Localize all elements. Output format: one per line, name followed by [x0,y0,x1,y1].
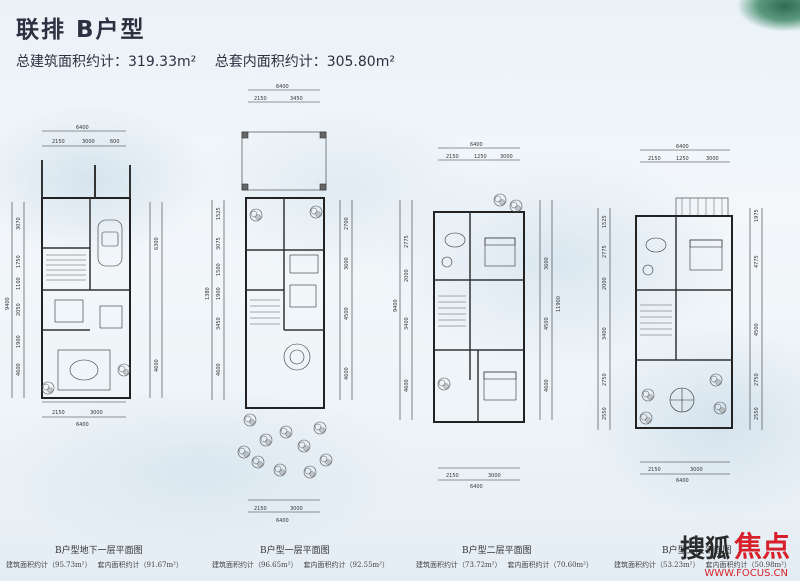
dim-label: 2150 [254,96,267,102]
area-summary: 总建筑面积约计：319.33m² 总套内面积约计：305.80m² [16,51,409,71]
dim-label: 4600 [404,379,410,392]
dim-label: 3600 [544,257,550,270]
dim-label: 1900 [16,335,22,348]
dim-label: 2750 [754,373,760,386]
vertical-dimension-labels: 3070 1750 1100 2050 4600 1900 9400 6300 … [5,207,760,420]
dim-label: 1380 [205,287,211,300]
dim-label: 2700 [344,217,350,230]
tree-decoration [705,0,800,40]
dim-label: 11900 [556,296,562,312]
dim-label: 6400 [676,478,689,484]
build-area: 建筑面积约计（96.65m²） [212,561,298,569]
dim-label: 1250 [474,154,487,160]
dim-label: 4600 [544,379,550,392]
dim-label: 2150 [648,156,661,162]
dim-label: 6400 [76,422,89,428]
gross-area-text: 总建筑面积约计：319.33m² [16,54,197,70]
plan-title-basement: B户型地下一层平面图 [55,546,143,556]
inner-area: 套内面积约计（50.98m²） [705,561,791,569]
plan-first-floor [211,89,353,513]
dimension-labels: 6400 2150 3000 600 2150 3000 6400 6400 2… [52,84,719,524]
dim-label: 2550 [754,407,760,420]
dim-label: 2775 [602,245,608,258]
dim-label: 3600 [344,257,350,270]
watermark-text: 搜狐 [679,534,730,563]
inner-area: 套内面积约计（91.67m²） [97,561,183,569]
dim-label: 4600 [16,363,22,376]
dim-label: 9400 [393,299,399,312]
dim-label: 4500 [344,307,350,320]
build-area: 建筑面积约计（73.72m²） [416,561,502,569]
dim-label: 6400 [470,142,483,148]
dim-label: 4500 [754,323,760,336]
dim-label: 3070 [16,217,22,230]
dim-label: 6400 [76,125,89,131]
dim-label: 2150 [254,506,267,512]
dim-label: 3400 [404,317,410,330]
dim-label: 6400 [470,484,483,490]
dim-label: 600 [110,139,120,145]
inner-area: 套内面积约计（92.55m²） [303,561,389,569]
dim-label: 1250 [676,156,689,162]
plan-area-third: 建筑面积约计（53.23m²） 套内面积约计（50.98m²） [614,560,797,570]
dim-label: 2150 [648,467,661,473]
build-area: 建筑面积约计（95.73m²） [6,561,92,569]
focus-watermark: 搜狐 焦点 [679,530,790,563]
dim-label: 3000 [488,473,501,479]
dim-label: 6400 [276,84,289,90]
dim-label: 3075 [216,237,222,250]
dim-label: 4600 [216,363,222,376]
plan-second-floor [399,147,553,481]
dim-label: 1525 [602,215,608,228]
dim-label: 1100 [16,277,22,290]
plan-title-first: B户型一层平面图 [260,546,330,556]
dim-label: 3000 [82,139,95,145]
dim-label: 2775 [404,235,410,248]
dim-label: 4600 [344,367,350,380]
dim-label: 9400 [5,297,11,310]
dim-label: 6400 [676,144,689,150]
plan-title-third: B户型三层平面图 [662,546,732,556]
dim-label: 2150 [446,154,459,160]
plan-area-basement: 建筑面积约计（95.73m²） 套内面积约计（91.67m²） [6,560,189,570]
plan-area-first: 建筑面积约计（96.65m²） 套内面积约计（92.55m²） [212,560,395,570]
dim-label: 6300 [154,237,160,250]
dim-label: 2750 [602,373,608,386]
dim-label: 3400 [602,327,608,340]
dim-label: 2550 [602,407,608,420]
dim-label: 4600 [154,359,160,372]
watermark-logo: 焦点 [733,530,790,563]
dim-label: 4500 [544,317,550,330]
inner-area: 套内面积约计（70.60m²） [507,561,593,569]
dim-label: 2050 [16,303,22,316]
watermark-url: WWW.FOCUS.CN [704,568,788,579]
dim-label: 3000 [90,410,103,416]
dim-label: 1500 [216,263,222,276]
dim-label: 2150 [52,410,65,416]
dim-label: 2000 [602,277,608,290]
dim-label: 1750 [16,255,22,268]
plan-basement [11,130,163,418]
inner-area-text: 总套内面积约计：305.80m² [214,54,395,70]
dim-label: 3450 [216,317,222,330]
dim-label: 1975 [754,209,760,222]
dim-label: 3000 [706,156,719,162]
dim-label: 2000 [404,269,410,282]
plan-area-second: 建筑面积约计（73.72m²） 套内面积约计（70.60m²） [416,560,599,570]
plan-title-second: B户型二层平面图 [462,546,532,556]
dim-label: 3000 [500,154,513,160]
dim-label: 1525 [216,207,222,220]
dim-label: 4775 [754,255,760,268]
dim-label: 3000 [290,506,303,512]
dim-label: 6400 [276,518,289,524]
dim-label: 3450 [290,96,303,102]
page-title: 联排 B户型 [16,17,146,43]
dim-label: 1900 [216,287,222,300]
dim-label: 2150 [446,473,459,479]
build-area: 建筑面积约计（53.23m²） [614,561,700,569]
dim-label: 2150 [52,139,65,145]
dim-label: 3000 [690,467,703,473]
plan-third-floor [597,149,763,475]
